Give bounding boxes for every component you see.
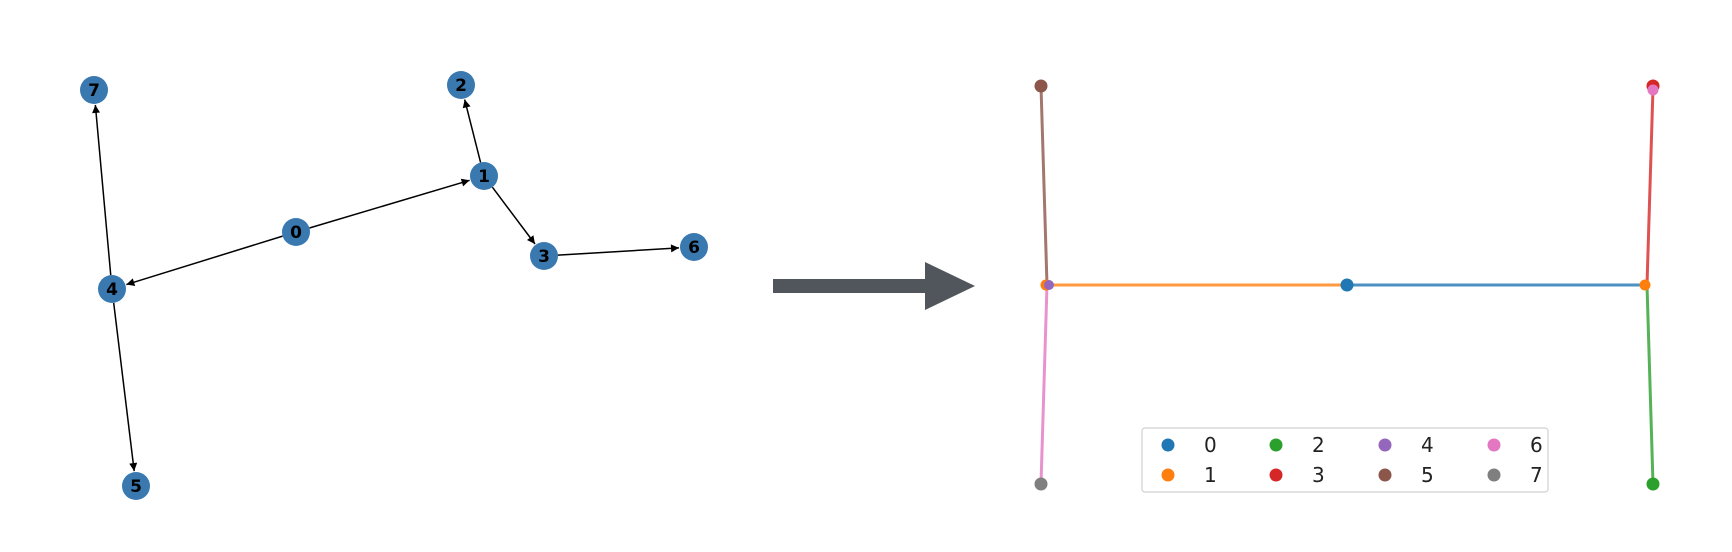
- node-label: 2: [455, 76, 467, 96]
- branch-3-2: [1645, 283, 1655, 486]
- graph-node-4: 4: [98, 275, 126, 303]
- node-circle: [447, 71, 475, 99]
- legend: 0 1 2 3 4 5 6 7: [1141, 427, 1549, 493]
- branch-1-7: [1039, 283, 1049, 486]
- tree-points: [1034, 79, 1660, 491]
- legend-item-1: 1: [1161, 463, 1217, 487]
- graph-node-2: 2: [447, 71, 475, 99]
- transform-arrow: [773, 262, 975, 310]
- graph-node-5: 5: [122, 472, 150, 500]
- node-label: 3: [538, 247, 550, 267]
- graph-node-1: 1: [470, 162, 498, 190]
- tree-point-1b: [1639, 279, 1651, 291]
- legend-item-6: 6: [1487, 433, 1543, 457]
- node-label: 1: [478, 167, 490, 187]
- legend-item-2: 2: [1269, 433, 1325, 457]
- graph-edges: [92, 99, 680, 472]
- legend-item-0: 0: [1161, 433, 1217, 457]
- tree-point-7: [1034, 477, 1048, 491]
- node-label: 6: [688, 238, 700, 258]
- edge-1-3: [491, 186, 536, 245]
- node-label: 7: [88, 81, 100, 101]
- legend-label: 7: [1530, 463, 1543, 487]
- graph-node-0: 0: [282, 218, 310, 246]
- node-circle: [80, 76, 108, 104]
- tree-point-6: [1647, 84, 1659, 96]
- legend-label: 3: [1312, 463, 1325, 487]
- legend-marker: [1378, 468, 1392, 482]
- legend-marker: [1378, 438, 1392, 452]
- edge-3-6: [557, 244, 680, 256]
- legend-marker: [1269, 438, 1283, 452]
- legend-marker: [1161, 438, 1175, 452]
- node-label: 5: [130, 477, 142, 497]
- arrow-head: [925, 262, 975, 310]
- legend-item-4: 4: [1378, 433, 1434, 457]
- graph-node-7: 7: [80, 76, 108, 104]
- legend-marker: [1487, 468, 1501, 482]
- tree-point-0: [1340, 278, 1354, 292]
- legend-marker: [1487, 438, 1501, 452]
- tree-branches: [1039, 84, 1655, 486]
- edge-4-7: [92, 104, 112, 276]
- tree-point-4: [1044, 280, 1054, 290]
- legend-item-5: 5: [1378, 463, 1434, 487]
- node-circle: [98, 275, 126, 303]
- graph-node-6: 6: [680, 233, 708, 261]
- legend-item-3: 3: [1269, 463, 1325, 487]
- node-label: 4: [106, 280, 118, 300]
- arrow-shaft: [773, 279, 925, 293]
- edge-1-2: [462, 99, 482, 163]
- legend-item-7: 7: [1487, 463, 1543, 487]
- tree-point-2: [1646, 477, 1660, 491]
- node-circle: [530, 242, 558, 270]
- branch-1-5: [1039, 84, 1049, 287]
- graph-nodes: 0 1 2 3 4 5 6 7: [80, 71, 708, 500]
- graph-node-3: 3: [530, 242, 558, 270]
- node-circle: [122, 472, 150, 500]
- legend-label: 0: [1204, 433, 1217, 457]
- edge-0-4: [126, 235, 283, 287]
- legend-label: 5: [1421, 463, 1434, 487]
- legend-label: 1: [1204, 463, 1217, 487]
- legend-label: 6: [1530, 433, 1543, 457]
- edge-4-5: [112, 302, 138, 472]
- legend-box: [1141, 427, 1549, 493]
- legend-marker: [1269, 468, 1283, 482]
- branch-3-6: [1645, 86, 1655, 287]
- edge-0-1: [309, 178, 470, 229]
- node-circle: [470, 162, 498, 190]
- node-circle: [680, 233, 708, 261]
- tree-point-5: [1034, 79, 1048, 93]
- legend-label: 2: [1312, 433, 1325, 457]
- legend-marker: [1161, 468, 1175, 482]
- legend-label: 4: [1421, 433, 1434, 457]
- node-label: 0: [290, 223, 302, 243]
- node-circle: [282, 218, 310, 246]
